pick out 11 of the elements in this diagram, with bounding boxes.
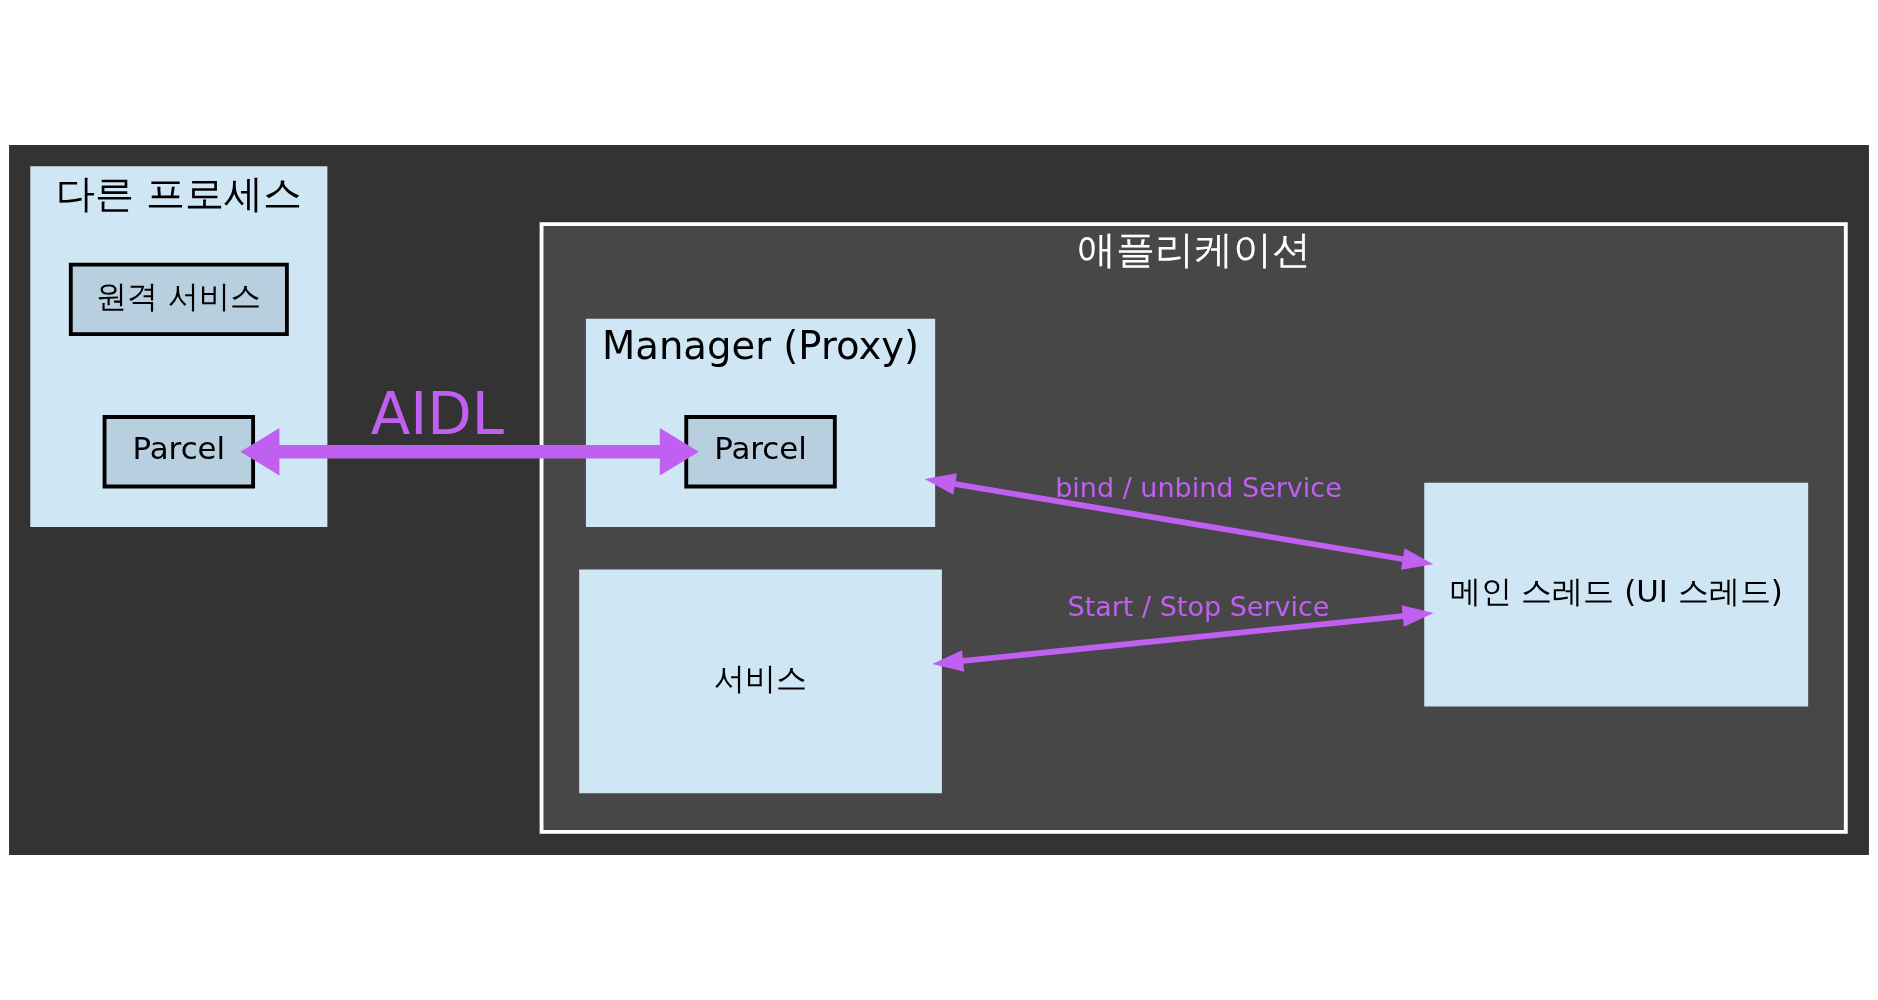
arrow: [932, 605, 1434, 672]
node-box: 서비스: [579, 569, 942, 794]
edge-label: AIDL: [370, 380, 505, 449]
node-box: Parcel: [684, 415, 837, 489]
node-box: 원격 서비스: [68, 262, 289, 336]
arrow: [240, 427, 699, 476]
edge-label: bind / unbind Service: [1055, 471, 1342, 503]
node-box: 메인 스레드 (UI 스레드): [1424, 482, 1809, 707]
arrow: [924, 473, 1434, 570]
edge-label: Start / Stop Service: [1067, 591, 1330, 623]
node-box: Parcel: [102, 415, 256, 489]
